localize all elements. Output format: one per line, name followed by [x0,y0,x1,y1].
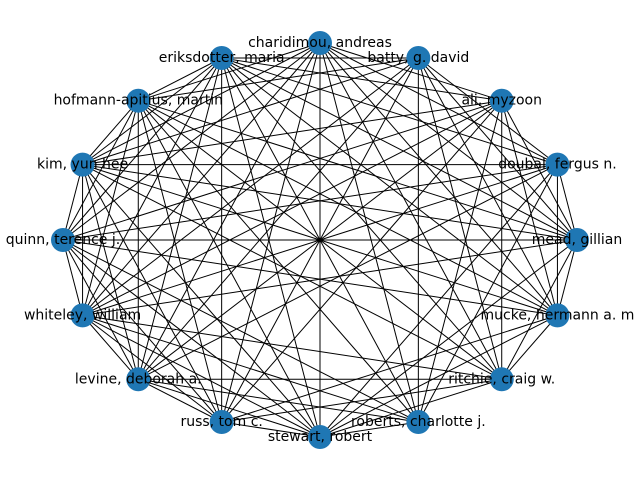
edge-n13-n14 [82,100,139,165]
edge-n4-n5 [556,239,578,316]
edge-n5-n8 [319,314,558,438]
edge-n2-n9 [221,100,503,423]
edge-n11-n15 [82,57,223,316]
edge-n4-n14 [138,100,578,241]
edge-n12-n14 [62,100,139,241]
node-label: stewart, robert [268,429,373,445]
edge-n9-n10 [138,378,222,423]
edge-n8-n15 [221,57,321,438]
edge-n0-n3 [319,42,558,166]
node-n9 [209,410,234,435]
edge-n5-n15 [221,57,558,316]
edge-n3-n15 [221,57,558,166]
edge-n10-n12 [62,239,139,380]
node-label: roberts, charlotte j. [351,414,486,430]
edge-n6-n15 [221,57,503,380]
node-n3 [545,152,570,177]
edge-n0-n7 [319,42,419,423]
node-n6 [489,367,514,392]
edge-n11-n14 [82,100,139,316]
node-n1 [406,45,431,70]
node-n8 [308,425,332,449]
node-n11 [70,303,95,328]
edge-n2-n11 [82,100,502,316]
node-n0 [308,31,332,55]
edge-n5-n12 [62,239,558,316]
node-layer [51,31,589,449]
node-label: ali, myzoon [461,93,542,109]
node-label: mucke, hermann a. m [481,307,635,323]
edge-n7-n14 [137,100,419,423]
node-label: batty, g. david [367,50,469,66]
edge-n7-n8 [319,421,419,438]
edge-n7-n10 [138,378,419,423]
node-label: kim, yun hee [37,157,128,173]
node-n7 [406,410,431,435]
node-label: mead, gillian [532,232,623,248]
edge-n4-n15 [221,57,578,241]
node-n4 [565,228,589,252]
edge-n9-n11 [82,314,222,423]
edge-n1-n10 [137,57,419,380]
edge-n10-n13 [82,164,139,380]
edge-n11-n12 [62,239,84,316]
node-label: eriksdotter, maria [159,50,285,66]
edge-n8-n11 [82,314,321,438]
edge-n3-n12 [62,164,558,241]
edge-n0-n9 [221,42,321,423]
node-n13 [70,152,95,177]
node-label: levine, deborah a. [75,371,202,387]
node-n2 [489,88,514,113]
node-label: whiteley, william [24,307,141,323]
edge-n8-n9 [221,421,321,438]
edge-n5-n14 [138,100,558,316]
node-label: charidimou, andreas [248,35,392,51]
edge-n3-n10 [138,164,558,380]
edge-n7-n12 [62,239,419,423]
edge-n12-n13 [62,164,84,241]
edge-n4-n11 [82,239,578,316]
node-label: ritchie, craig w. [448,371,555,387]
edge-n13-n15 [82,57,222,166]
node-label: quinn, terence j. [6,232,120,248]
node-n14 [126,88,151,113]
edge-n7-n15 [221,57,419,423]
edge-n1-n14 [138,57,419,102]
edge-n8-n10 [138,378,321,438]
edge-n0-n13 [82,42,321,166]
edge-n10-n11 [82,315,139,380]
edge-n2-n5 [501,100,558,316]
edge-n12-n15 [62,57,223,241]
node-n5 [545,303,570,328]
edge-n3-n4 [556,164,578,241]
edge-n9-n12 [62,239,223,423]
node-n10 [126,367,151,392]
edge-n0-n5 [319,42,558,316]
node-n12 [51,228,75,252]
edge-n6-n9 [221,378,502,423]
node-label: doubal, fergus n. [498,157,616,173]
edge-n9-n14 [137,100,223,423]
node-n15 [209,45,234,70]
edge-n6-n13 [82,164,502,380]
node-label: russ, tom c. [180,414,262,430]
edge-n4-n13 [82,164,578,241]
edge-n14-n15 [138,57,222,102]
node-label: hofmann-apitius, martin [54,93,223,109]
edge-n8-n13 [82,164,321,438]
edge-n10-n15 [137,57,223,380]
edge-n9-n13 [82,164,223,423]
edge-n5-n6 [501,315,558,380]
edge-n1-n4 [417,57,578,241]
edge-n2-n15 [221,57,502,102]
edge-layer [62,42,578,438]
